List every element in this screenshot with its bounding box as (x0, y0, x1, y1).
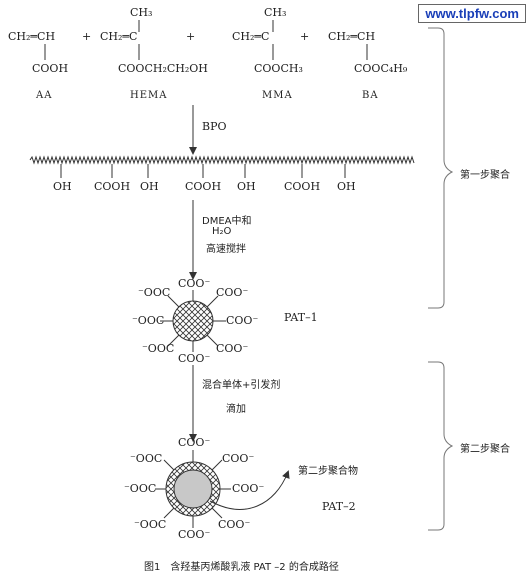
pat2-coo-tl: ⁻OOC (130, 452, 163, 465)
pat1-coo-bl: ⁻OOC (142, 342, 175, 355)
step1-polymerization-label: 第一步聚合 (460, 170, 510, 181)
polymer-group: COOH (185, 180, 222, 193)
aa-bottom: COOH (32, 62, 69, 75)
pat2-coo-top: COO⁻ (178, 436, 211, 449)
reagent-stirring: 高速搅拌 (206, 244, 246, 255)
pat2-coo-bottom: COO⁻ (178, 528, 211, 541)
mma-methyl: CH₃ (264, 6, 287, 19)
pat2-coo-tr: COO⁻ (222, 452, 255, 465)
pat1-coo-br: COO⁻ (216, 342, 249, 355)
hema-name: HEMA (130, 90, 168, 101)
pat1-coo-bottom: COO⁻ (178, 352, 211, 365)
pat1-particle (160, 290, 226, 352)
pat2-label: PAT–2 (322, 500, 356, 513)
aa-top: CH₂═CH (8, 30, 56, 43)
monomer-bonds (44, 20, 368, 60)
pat2-coo-r: COO⁻ (232, 482, 265, 495)
pat2-particle (155, 450, 290, 528)
polymer-group: COOH (94, 180, 131, 193)
step2-polymerization-label: 第二步聚合 (460, 444, 510, 455)
reagent-bpo: BPO (202, 120, 227, 133)
polymer-pendant-bonds (60, 164, 346, 178)
polymer-group: OH (337, 180, 356, 193)
pat2-coo-l: ⁻OOC (124, 482, 157, 495)
pat1-coo-r: COO⁻ (226, 314, 259, 327)
mma-bottom: COOCH₃ (254, 62, 303, 75)
polymer-backbone (29, 155, 415, 165)
hema-top: CH₂═C (100, 30, 138, 43)
ba-name: BA (362, 90, 379, 101)
mma-name: MMA (262, 90, 293, 101)
plus-1: + (82, 30, 92, 43)
pat1-coo-top: COO⁻ (178, 277, 211, 290)
ba-bottom: COOC₄H₉ (354, 62, 408, 75)
plus-3: + (300, 30, 310, 43)
aa-name: AA (36, 90, 53, 101)
ba-top: CH₂═CH (328, 30, 376, 43)
pat2-coo-bl: ⁻OOC (134, 518, 167, 531)
hema-methyl: CH₃ (130, 6, 153, 19)
pat1-coo-tr: COO⁻ (216, 286, 249, 299)
polymer-group: OH (140, 180, 159, 193)
reagent-dmea: DMEA中和 (202, 216, 252, 227)
bracket-step2 (428, 361, 454, 531)
bracket-step1 (428, 27, 454, 309)
reagent-dropwise: 滴加 (226, 404, 246, 415)
hema-bottom: COOCH₂CH₂OH (118, 62, 208, 75)
polymer-group: COOH (284, 180, 321, 193)
watermark-logo: www.tlpfw.com (418, 4, 526, 23)
reagent-monomer-initiator: 混合单体+引发剂 (202, 380, 281, 391)
pat2-coo-br: COO⁻ (218, 518, 251, 531)
mma-top: CH₂═C (232, 30, 270, 43)
pat1-coo-tl: ⁻OOC (138, 286, 171, 299)
reagent-water: H₂O (212, 226, 232, 237)
figure-caption: 图1 含羟基丙烯酸乳液 PAT –2 的合成路径 (144, 562, 339, 573)
polymer-group: OH (53, 180, 72, 193)
arrow-second-polymer (209, 470, 290, 510)
plus-2: + (186, 30, 196, 43)
pat1-label: PAT–1 (284, 311, 318, 324)
second-polymer-label: 第二步聚合物 (298, 466, 358, 477)
polymer-group: OH (237, 180, 256, 193)
pat1-coo-l: ⁻OOC (132, 314, 165, 327)
